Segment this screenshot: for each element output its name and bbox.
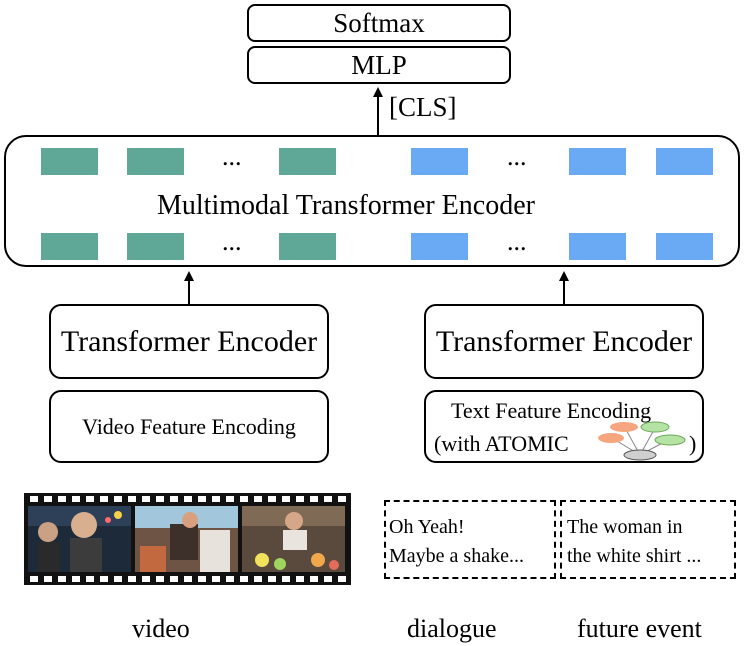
future-event-caption: future event xyxy=(577,614,702,643)
future-event-line-2: the white shirt ... xyxy=(567,545,702,567)
ellipsis: ... xyxy=(507,227,527,256)
dialogue-line-2: Maybe a shake... xyxy=(389,545,524,567)
video-filmstrip xyxy=(24,493,351,585)
video-feature-encoding-box: Video Feature Encoding xyxy=(49,390,329,463)
dialogue-caption: dialogue xyxy=(407,614,497,643)
mlp-label: MLP xyxy=(351,49,407,80)
video-token xyxy=(127,148,184,175)
text-token xyxy=(656,233,713,260)
text-token xyxy=(411,233,468,260)
dialogue-line-1: Oh Yeah! xyxy=(389,516,465,538)
text-feature-encoding-close-paren: ) xyxy=(689,431,697,456)
text-feature-encoding-label: Text Feature Encoding xyxy=(451,398,652,423)
cls-label: [CLS] xyxy=(389,92,457,122)
video-caption: video xyxy=(132,614,190,643)
text-transformer-encoder-label: Transformer Encoder xyxy=(435,324,693,358)
softmax-box: Softmax xyxy=(247,4,511,42)
mlp-box: MLP xyxy=(247,46,511,84)
future-event-box xyxy=(560,500,736,579)
ellipsis: ... xyxy=(222,227,242,256)
video-feature-encoding-label: Video Feature Encoding xyxy=(82,413,296,439)
video-transformer-encoder-label: Transformer Encoder xyxy=(60,324,318,358)
video-token xyxy=(279,148,336,175)
future-event-line-1: The woman in xyxy=(567,516,683,538)
video-frame xyxy=(242,506,345,572)
video-token xyxy=(127,233,184,260)
video-token xyxy=(41,148,98,175)
text-transformer-encoder-box: Transformer Encoder xyxy=(424,304,704,379)
video-frame xyxy=(28,506,131,572)
video-frame xyxy=(135,506,238,572)
text-token xyxy=(569,233,626,260)
video-transformer-encoder-box: Transformer Encoder xyxy=(49,304,329,379)
ellipsis: ... xyxy=(507,142,527,171)
text-token xyxy=(411,148,468,175)
atomic-graph-icon xyxy=(598,421,686,461)
ellipsis: ... xyxy=(222,142,242,171)
softmax-label: Softmax xyxy=(333,7,425,38)
text-token xyxy=(656,148,713,175)
dialogue-box xyxy=(384,500,556,579)
video-token xyxy=(279,233,336,260)
video-token xyxy=(41,233,98,260)
multimodal-encoder-label: Multimodal Transformer Encoder xyxy=(157,190,535,221)
text-feature-encoding-atomic-label: (with ATOMIC xyxy=(434,431,569,456)
text-token xyxy=(569,148,626,175)
